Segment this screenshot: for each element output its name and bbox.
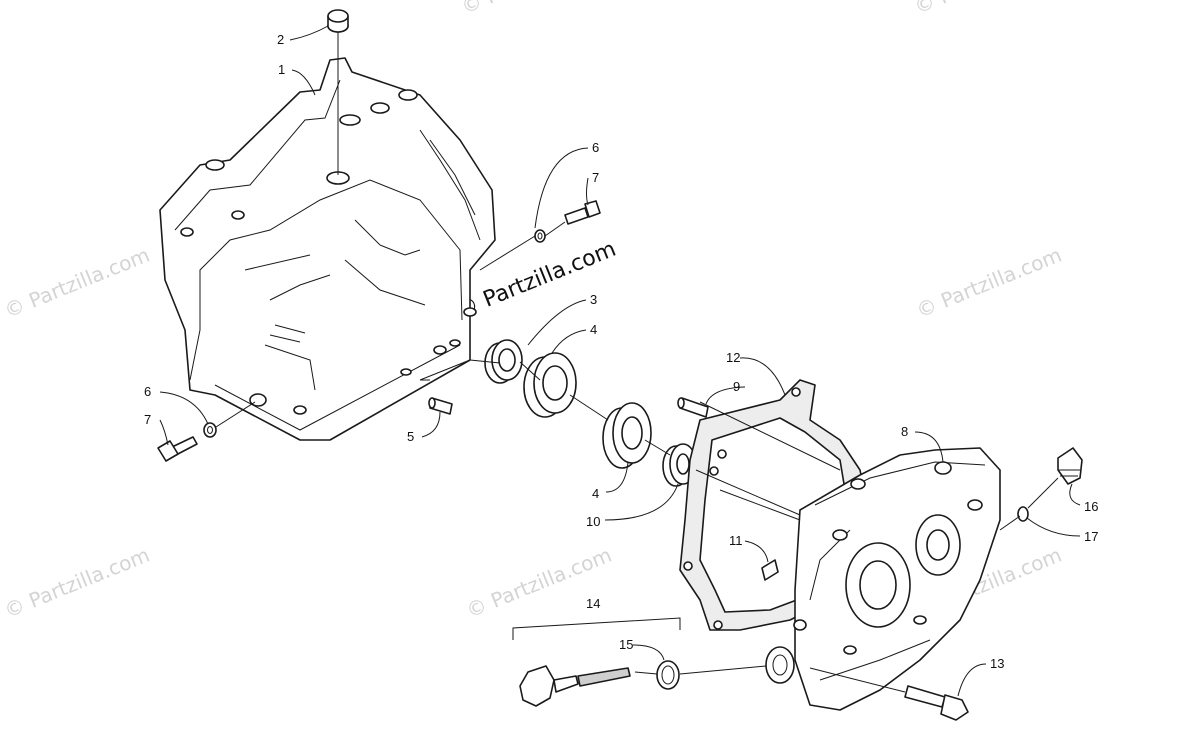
faint-watermark: © Partzilla.com — [1, 543, 153, 623]
part-5-dowel-pin — [428, 397, 453, 415]
part-17-o-ring — [1017, 506, 1029, 522]
part-4-bearing-upper — [523, 352, 577, 418]
part-13-bolt — [904, 685, 969, 721]
faint-watermark: © Partzilla.com — [911, 0, 1063, 19]
callout-15: 15 — [619, 637, 633, 652]
callout-2: 2 — [277, 32, 284, 47]
part-14-dipstick — [519, 665, 631, 707]
part-6-7-lower — [157, 422, 217, 462]
callout-14: 14 — [586, 596, 600, 611]
part-16-plug — [1057, 447, 1083, 485]
callout-6-upper: 6 — [592, 140, 599, 155]
part-15-o-ring — [656, 660, 680, 690]
callout-13: 13 — [990, 656, 1004, 671]
callout-16: 16 — [1084, 499, 1098, 514]
callout-10: 10 — [586, 514, 600, 529]
part-3-oil-seal — [484, 339, 523, 384]
faint-watermark: © Partzilla.com — [458, 0, 610, 19]
assembly-lines — [215, 221, 1059, 693]
callout-17: 17 — [1084, 529, 1098, 544]
callout-1: 1 — [278, 62, 285, 77]
crankcase-left — [159, 57, 496, 441]
faint-watermark: © Partzilla.com — [1, 243, 153, 323]
callout-4-upper: 4 — [590, 322, 597, 337]
callout-8: 8 — [901, 424, 908, 439]
callout-7-upper: 7 — [592, 170, 599, 185]
part-4-bearing-lower — [602, 402, 652, 469]
callout-11: 11 — [729, 533, 743, 548]
part-2-dowel — [327, 9, 349, 175]
callout-12: 12 — [726, 350, 740, 365]
part-11-plug — [761, 559, 779, 581]
callout-9: 9 — [733, 379, 740, 394]
callout-4-lower: 4 — [592, 486, 599, 501]
callout-6-lower: 6 — [144, 384, 151, 399]
part-9-dowel — [677, 397, 709, 418]
crankcase-right — [793, 447, 1001, 711]
faint-watermark: © Partzilla.com — [913, 243, 1065, 323]
oil-filler-boss — [765, 646, 795, 684]
callout-3: 3 — [590, 292, 597, 307]
leader-lines — [159, 25, 1081, 697]
part-6-7-upper — [534, 200, 601, 243]
callout-7-lower: 7 — [144, 412, 151, 427]
callout-labels: 2 1 3 4 4 5 6 6 7 7 8 9 10 11 12 13 14 1… — [144, 32, 1098, 671]
callout-5: 5 — [407, 429, 414, 444]
